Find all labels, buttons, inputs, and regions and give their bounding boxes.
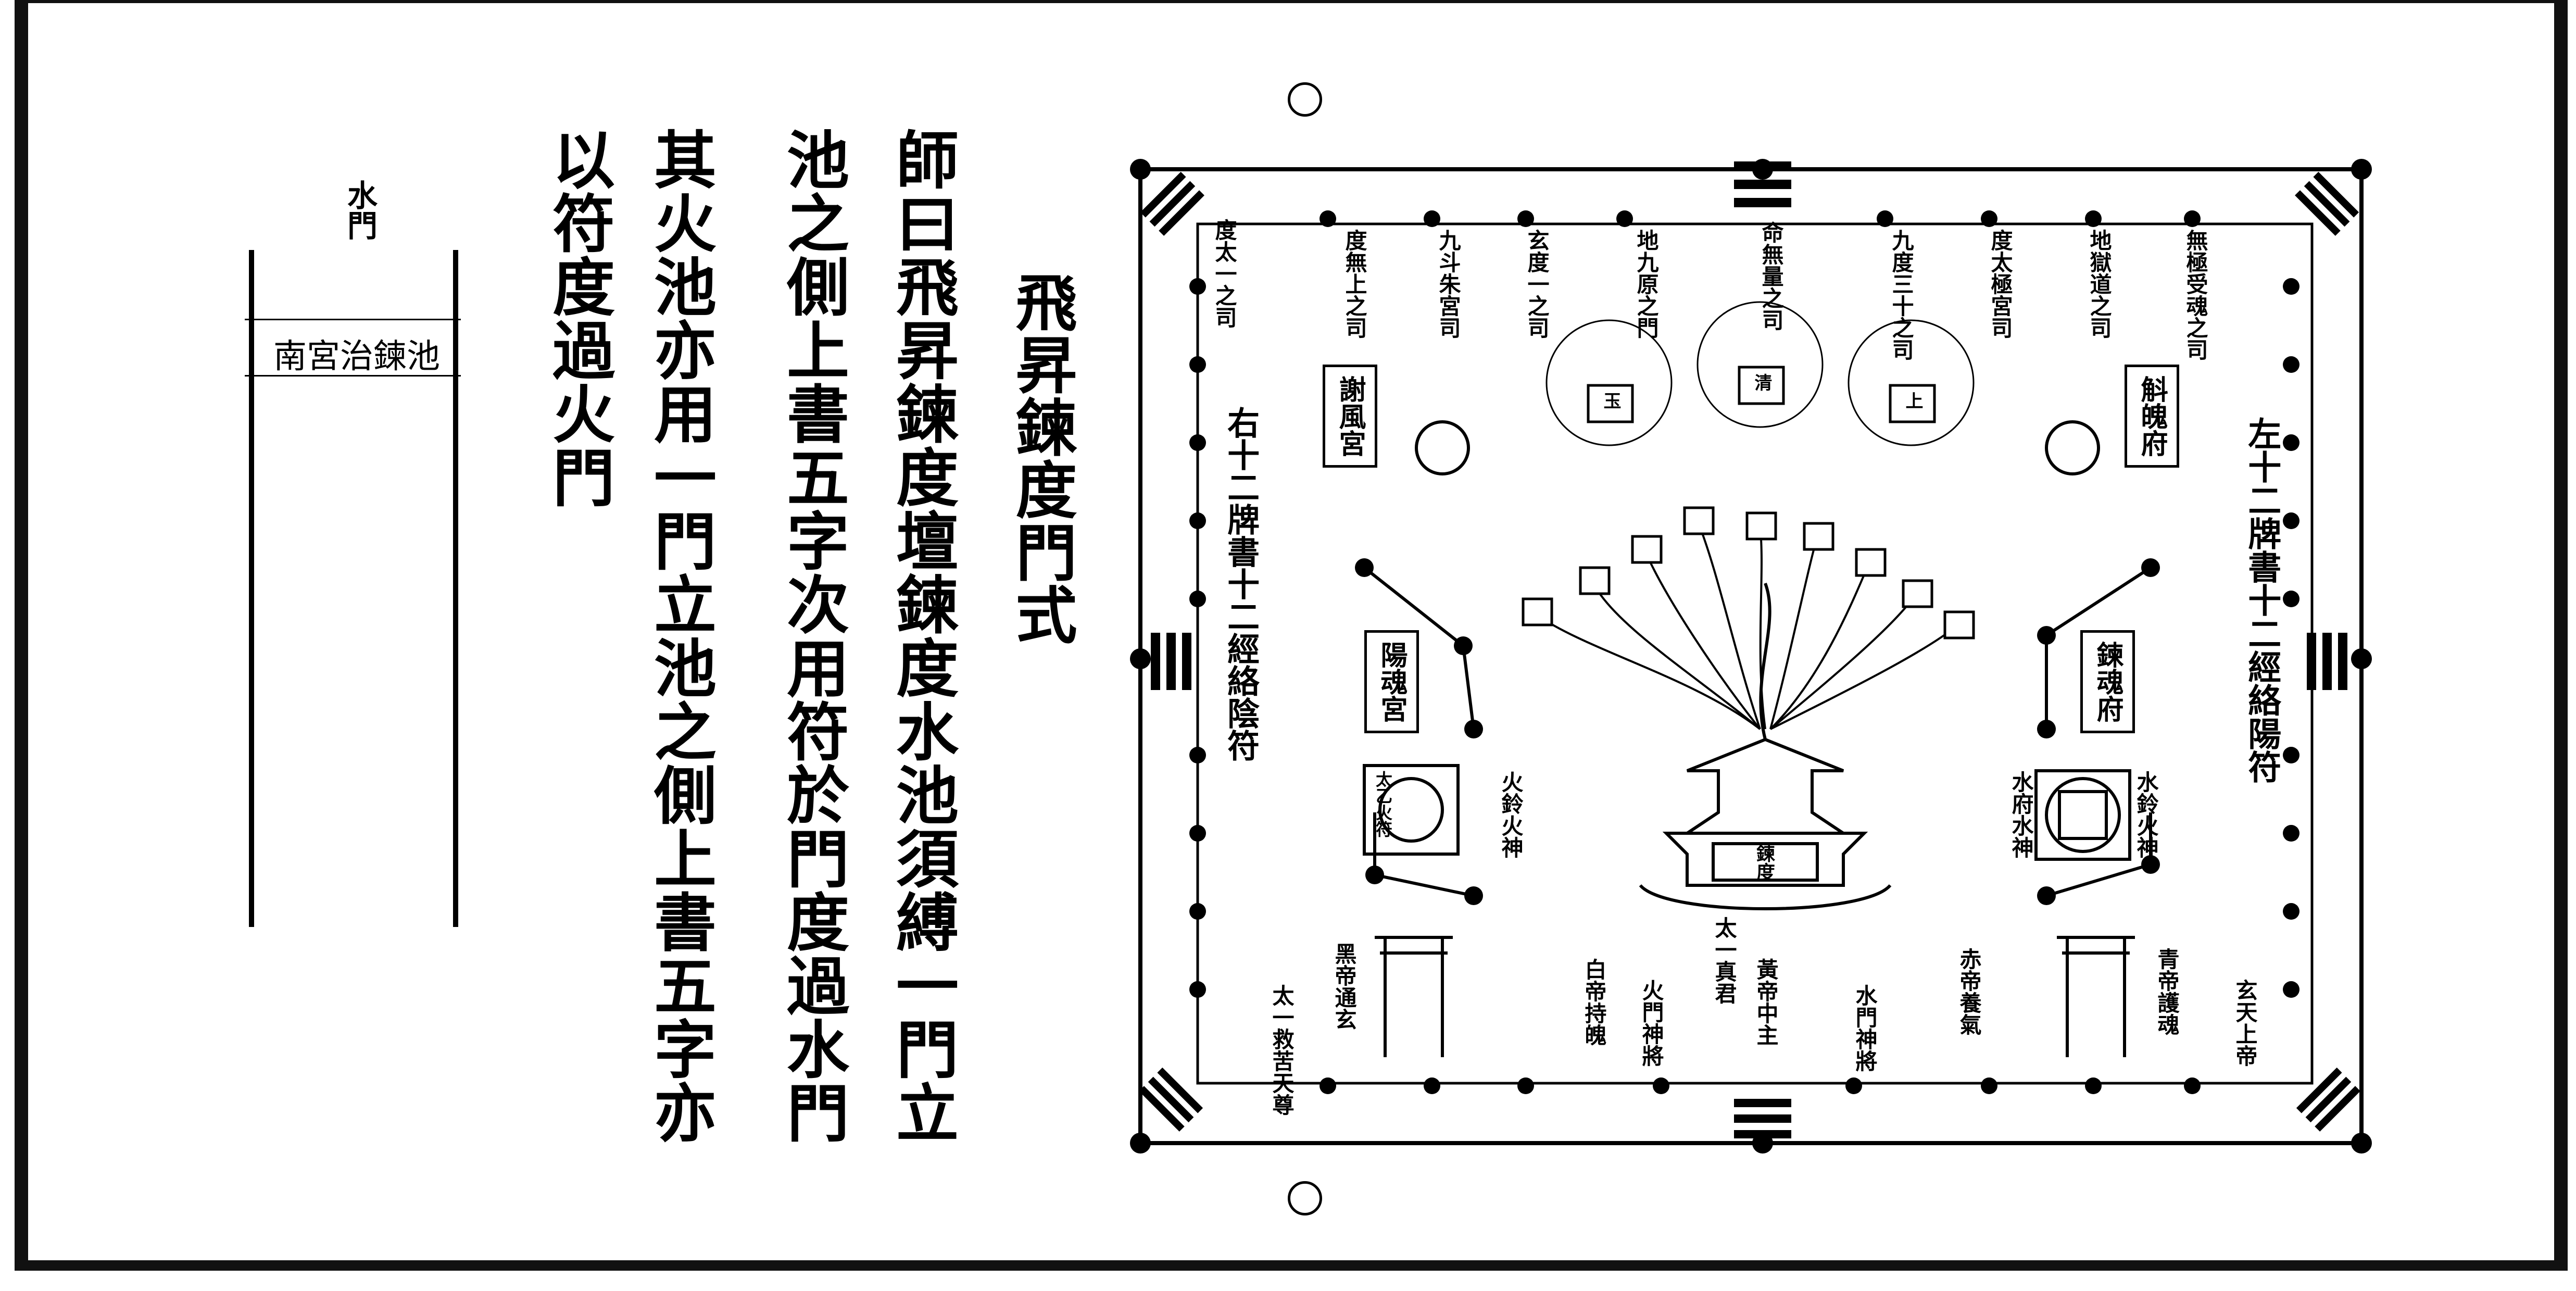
box-left-label: 陽魂宮 xyxy=(1364,630,1419,733)
tower-lines xyxy=(1535,520,1959,730)
box-top-right-label: 斛魄府 xyxy=(2125,365,2179,468)
diagram-right-side-label: 左十二牌書十二經絡陽符 xyxy=(2242,417,2282,783)
top-altars xyxy=(1545,301,1975,446)
bottom-label-right-gate-left: 赤帝養氣 xyxy=(1956,948,1982,1035)
top-label-1: 度太一之司 xyxy=(1212,219,1237,328)
central-tower xyxy=(1639,582,1892,910)
top-label-6: 命無量之司 xyxy=(1758,221,1784,331)
top-label-5: 地九原之門 xyxy=(1633,229,1659,339)
text-column-2: 池之側上書五字次用符於門度過水門 xyxy=(776,128,849,1144)
top-rule xyxy=(15,0,2568,3)
top-label-10: 無極受魂之司 xyxy=(2183,229,2208,360)
trigram-left xyxy=(1151,633,1191,690)
trigram-corners xyxy=(1139,171,2360,1132)
altar-label-right: 上 xyxy=(1902,392,1923,409)
bottom-label-left-center: 白帝持魄 xyxy=(1581,958,1607,1046)
moon-circles xyxy=(1415,420,2100,475)
trigram-bottom xyxy=(1734,1099,1791,1138)
diagram-left-side-label: 右十二牌書十二經絡陰符 xyxy=(1222,406,1260,761)
page-title: 飛昇鍊度門式 xyxy=(1005,271,1077,646)
text-column-3: 其火池亦用一門立池之側上書五字亦 xyxy=(643,128,717,1144)
mid-right-sub: 水府水神 xyxy=(2008,771,2034,858)
bottom-label-left-corner: 太一救苦天尊 xyxy=(1269,984,1295,1115)
top-label-2: 度無上之司 xyxy=(1342,229,1367,339)
top-label-7: 九度三十之司 xyxy=(1889,229,1914,360)
text-column-4: 以符度過火門 xyxy=(542,128,615,509)
gate-post-right xyxy=(453,250,458,927)
trigram-top xyxy=(1734,161,1791,207)
small-altars xyxy=(1522,506,1975,640)
tower-label: 鍊度 xyxy=(1753,844,1775,881)
gate-sign: 南宮治鍊池 xyxy=(245,319,461,377)
top-label-8: 度太極宮司 xyxy=(1988,229,2013,339)
top-label-3: 九斗朱宮司 xyxy=(1436,229,1461,339)
bottom-label-center-right: 水門神將 xyxy=(1852,984,1878,1072)
gate-sign-text: 南宮治鍊池 xyxy=(273,337,440,376)
bottom-label-left-gate: 黑帝通玄 xyxy=(1331,943,1357,1030)
gate-top-label: 水門 xyxy=(342,180,378,240)
bottom-label-right-gate-right: 青帝護魂 xyxy=(2154,948,2180,1035)
altar-label-left: 玉 xyxy=(1600,392,1621,409)
page-frame xyxy=(15,0,2568,1271)
mid-left-god: 火鈴火神 xyxy=(1498,771,1524,858)
pools xyxy=(1363,764,2131,861)
circle-mark-top xyxy=(1288,82,1322,117)
gate-post-left xyxy=(249,250,254,927)
text-column-1: 師曰飛昇鍊度壇鍊度水池須縛一門立 xyxy=(885,128,959,1144)
bottom-label-center: 黃帝中主 xyxy=(1753,958,1779,1046)
mid-right-god: 水鈴火神 xyxy=(2133,771,2159,858)
bottom-gates xyxy=(1375,936,2135,1057)
bottom-label-center-small: 太一真君 xyxy=(1712,917,1737,1004)
top-label-9: 地獄道之司 xyxy=(2087,229,2112,339)
bottom-label-right-corner: 玄天上帝 xyxy=(2232,979,2258,1067)
top-label-4: 玄度一之司 xyxy=(1524,229,1550,339)
trigram-right xyxy=(2307,633,2347,690)
altar-label-center: 清 xyxy=(1751,373,1772,391)
mid-left-sub: 太乙火符 xyxy=(1373,771,1393,837)
circle-mark-bottom xyxy=(1288,1181,1322,1215)
box-right-label: 鍊魂府 xyxy=(2080,630,2135,733)
bottom-label-center-left: 火門神將 xyxy=(1639,979,1664,1067)
border-dots xyxy=(1130,159,2372,1154)
box-top-left-label: 謝風宮 xyxy=(1323,365,1377,468)
